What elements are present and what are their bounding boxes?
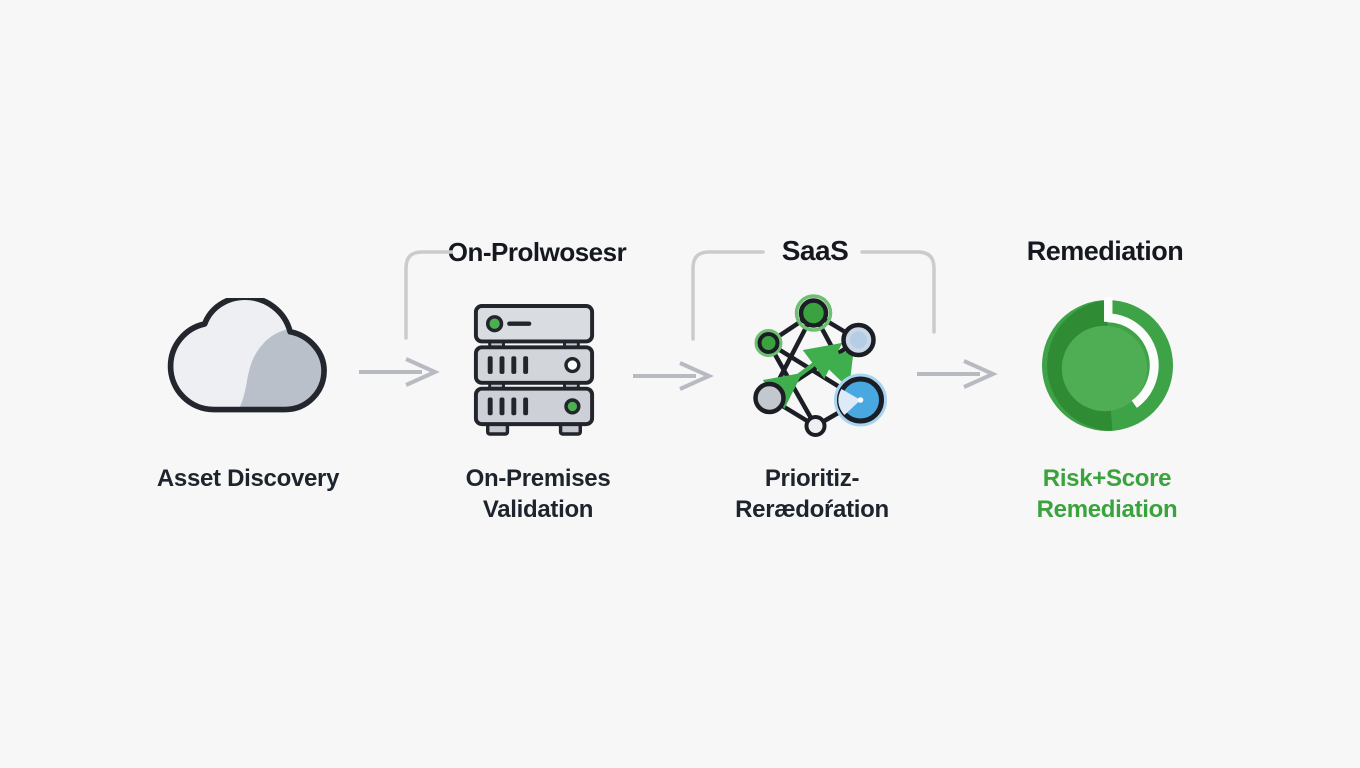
stage-label-line: On-Premises — [465, 465, 611, 492]
stage-label-risk-score-remediation: Risk+Score Remediation — [997, 463, 1217, 525]
stage-label-prioritization: Prioritiz- Rerædoŕation — [702, 463, 922, 525]
stage-label-line: Prioritiz- — [764, 465, 860, 492]
stage-label-line: Remediation — [1036, 496, 1178, 523]
network-graph-icon — [753, 294, 887, 437]
group-title-on-premises: On-Prolwosesr — [447, 237, 627, 267]
cloud-icon — [167, 298, 327, 413]
donut-chart-icon — [1041, 296, 1174, 432]
stage-label-line: Validation — [482, 496, 594, 523]
bracket-left-saas — [691, 250, 765, 341]
bracket-right-saas — [860, 250, 936, 334]
flow-arrow-icon — [359, 357, 440, 387]
stage-label-on-premises-validation: On-Premises Validation — [428, 463, 648, 525]
group-title-remediation: Remediation — [1026, 236, 1184, 266]
stage-label-asset-discovery: Asset Discovery — [118, 463, 378, 494]
flow-arrow-icon — [917, 359, 998, 389]
server-stack-icon — [473, 304, 595, 436]
flow-arrow-icon — [633, 361, 714, 391]
stage-label-line: Risk+Score — [1042, 465, 1172, 492]
bracket-left-on-premises — [404, 250, 453, 340]
group-title-saas: SaaS — [781, 235, 849, 266]
stage-label-line: Rerædoŕation — [735, 496, 889, 523]
stage-label-line: Asset Discovery — [156, 465, 340, 492]
